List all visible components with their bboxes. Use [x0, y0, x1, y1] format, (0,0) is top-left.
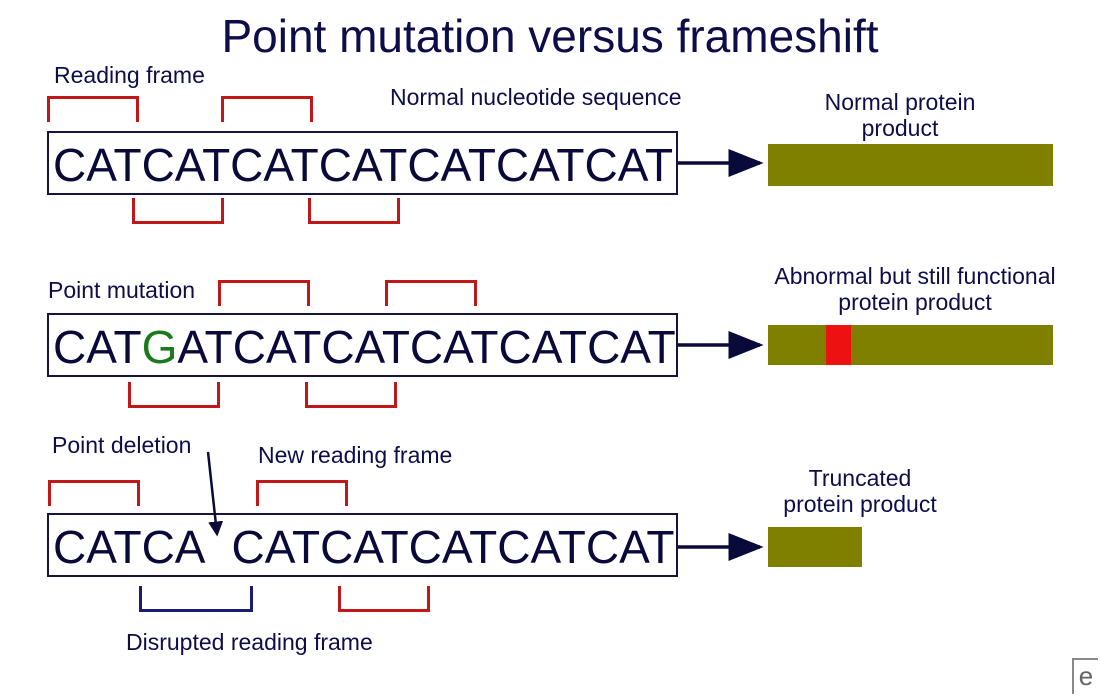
reading-frame-bracket	[48, 480, 140, 506]
reading-frame-bracket	[47, 96, 139, 122]
deleted-sequence-box: CATCA CATCATCATCATCAT	[47, 513, 678, 577]
abnormal-protein-label: Abnormal but still functional protein pr…	[774, 263, 1056, 315]
normal-sequence-text: CATCATCATCATCATCATCAT	[53, 139, 674, 191]
truncated-protein-label: Truncated protein product	[783, 465, 937, 517]
mutated-base: G	[141, 321, 178, 373]
reading-frame-bracket	[218, 280, 310, 306]
reading-frame-bracket	[256, 480, 348, 506]
reading-frame-bracket	[385, 280, 477, 306]
truncated-protein-bar	[768, 527, 862, 567]
mutated-sequence-text: CATGATCATCATCATCATCAT	[49, 315, 676, 379]
sequence-segment: CAT	[53, 321, 142, 373]
sequence-segment: CATCATCATCATCAT	[231, 521, 675, 573]
reading-frame-bracket	[132, 198, 224, 224]
normal-protein-label: Normal protein product	[824, 89, 976, 141]
sequence-segment: CATCA	[53, 521, 206, 573]
reading-frame-bracket	[338, 586, 430, 612]
deleted-sequence-text: CATCA CATCATCATCATCAT	[49, 515, 676, 579]
reading-frame-bracket	[221, 96, 313, 122]
point-deletion-label: Point deletion	[52, 432, 192, 458]
new-reading-frame-label: New reading frame	[258, 442, 453, 468]
sequence-segment: ATCATCATCATCATCAT	[177, 321, 676, 373]
mutated-sequence-box: CATGATCATCATCATCATCAT	[47, 313, 678, 377]
deletion-pointer-arrow	[206, 451, 224, 537]
reading-frame-bracket	[305, 382, 397, 408]
reading-frame-bracket	[308, 198, 400, 224]
abnormal-protein-bar	[768, 325, 1053, 365]
diagram-title: Point mutation versus frameshift	[221, 10, 879, 62]
point-mutation-label: Point mutation	[48, 277, 196, 303]
mutation-marker	[826, 325, 851, 365]
reading-frame-label: Reading frame	[54, 62, 205, 88]
normal-sequence-label: Normal nucleotide sequence	[390, 84, 682, 110]
normal-protein-bar	[768, 144, 1053, 186]
logo-badge: e	[1072, 658, 1098, 694]
disrupted-frame-label: Disrupted reading frame	[126, 629, 373, 655]
disrupted-frame-bracket	[139, 586, 253, 612]
normal-sequence-box: CATCATCATCATCATCATCAT	[47, 131, 678, 195]
reading-frame-bracket	[128, 382, 220, 408]
